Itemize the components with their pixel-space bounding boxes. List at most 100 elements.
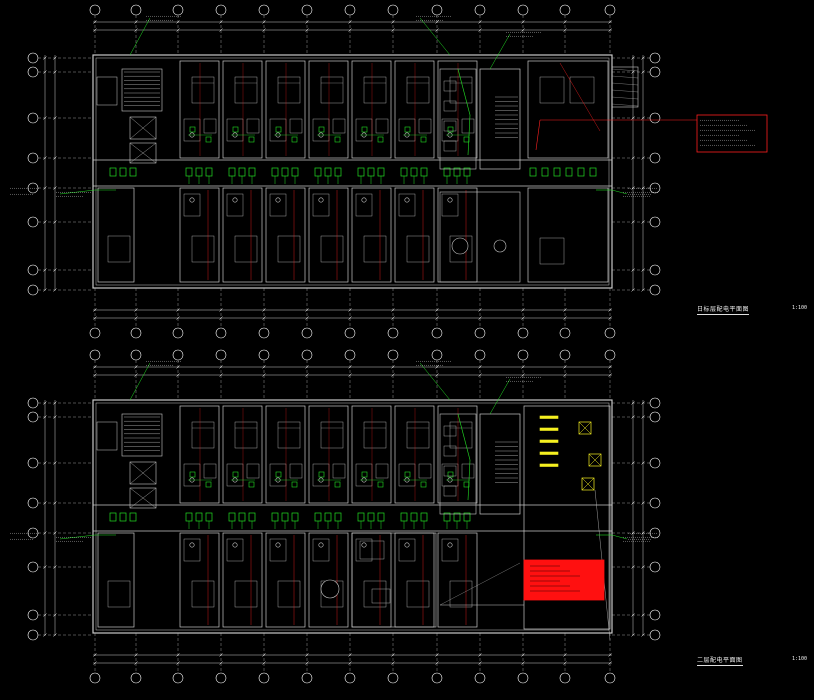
note-stroke <box>517 31 520 33</box>
distribution-box <box>420 167 428 177</box>
socket <box>205 136 212 143</box>
grid-bubble-bottom <box>431 672 443 684</box>
dimension-tick <box>262 661 266 665</box>
grid-bubble-bottom <box>89 672 101 684</box>
dimension-tick <box>43 461 47 465</box>
grid-bubble-top <box>344 4 356 16</box>
note-stroke <box>634 536 637 538</box>
dimension-tick <box>53 186 57 190</box>
note-stroke <box>511 35 514 37</box>
note-stroke <box>639 538 642 540</box>
guest-room-south <box>222 532 263 628</box>
toilet-fixture <box>361 542 367 548</box>
note-stroke <box>439 360 442 362</box>
grid-bubble-right <box>649 497 661 509</box>
note-stroke <box>643 532 646 534</box>
note-stroke <box>63 536 66 538</box>
stair <box>121 68 163 112</box>
dimension-tick <box>641 70 645 74</box>
note-stroke <box>55 191 58 193</box>
socket <box>334 136 341 143</box>
note-stroke <box>633 193 636 195</box>
fan-coil <box>581 477 595 491</box>
note-stroke <box>27 538 30 540</box>
note-stroke <box>163 360 166 362</box>
note-stroke <box>739 124 742 126</box>
note-stroke <box>622 540 625 542</box>
note-stroke <box>705 119 708 121</box>
note-stroke <box>709 144 712 146</box>
dimension-tick <box>176 373 180 377</box>
note-stroke <box>715 119 718 121</box>
note-stroke <box>713 124 716 126</box>
guest-room-north <box>179 405 220 504</box>
note-stroke <box>635 187 638 189</box>
note-stroke <box>509 31 512 33</box>
grid-bubble-right <box>649 457 661 469</box>
note-stroke <box>439 15 442 17</box>
note-stroke <box>721 139 724 141</box>
note-stroke <box>429 15 432 17</box>
note-stroke <box>423 19 426 21</box>
note-stroke <box>65 191 68 193</box>
note-stroke <box>731 119 734 121</box>
dimension-tick <box>521 653 525 657</box>
dimension-tick <box>348 373 352 377</box>
dimension-tick <box>521 20 525 24</box>
note-stroke <box>636 536 639 538</box>
note-stroke <box>715 144 718 146</box>
note-stroke <box>645 538 648 540</box>
dimension-tick <box>219 316 223 320</box>
note-stroke <box>715 124 718 126</box>
grid-bubble-right <box>649 152 661 164</box>
light-fixture <box>539 463 559 467</box>
socket <box>463 481 470 488</box>
grid-bubble-left <box>27 182 39 194</box>
note-stroke <box>701 134 704 136</box>
note-stroke <box>435 360 438 362</box>
note-stroke <box>147 364 150 366</box>
dimension-tick <box>391 20 395 24</box>
distribution-box <box>410 512 418 522</box>
note-stroke <box>171 15 174 17</box>
note-stroke <box>648 195 651 197</box>
dimension-tick <box>391 316 395 320</box>
note-stroke <box>739 144 742 146</box>
note-stroke <box>727 144 730 146</box>
dimension-tick <box>521 316 525 320</box>
note-stroke <box>15 532 18 534</box>
note-stroke <box>743 139 746 141</box>
dimension-tick <box>53 116 57 120</box>
note-stroke <box>637 532 640 534</box>
distribution-box <box>357 512 365 522</box>
note-stroke <box>641 193 644 195</box>
note-stroke <box>739 139 742 141</box>
note-stroke <box>739 129 742 131</box>
distribution-box <box>238 167 246 177</box>
note-stroke <box>735 119 738 121</box>
grid-bubble-top <box>301 349 313 361</box>
grid-bubble-top <box>517 4 529 16</box>
note-stroke <box>73 191 76 193</box>
note-stroke <box>723 119 726 121</box>
grid-bubble-right <box>649 216 661 228</box>
dimension-tick <box>53 401 57 405</box>
note-stroke <box>77 195 80 197</box>
note-stroke <box>421 360 424 362</box>
desk <box>371 588 391 604</box>
dimension-tick <box>608 661 612 665</box>
dimension-tick <box>641 461 645 465</box>
dimension-tick <box>563 28 567 32</box>
note-stroke <box>145 15 148 17</box>
note-stroke <box>634 195 637 197</box>
dimension-tick <box>641 288 645 292</box>
bed <box>539 237 565 265</box>
note-stroke <box>713 119 716 121</box>
note-stroke <box>23 532 26 534</box>
note-stroke <box>447 360 450 362</box>
note-stroke <box>703 124 706 126</box>
dimension-tick <box>391 28 395 32</box>
dimension-tick <box>391 308 395 312</box>
note-stroke <box>521 35 524 37</box>
dimension-tick <box>305 373 309 377</box>
